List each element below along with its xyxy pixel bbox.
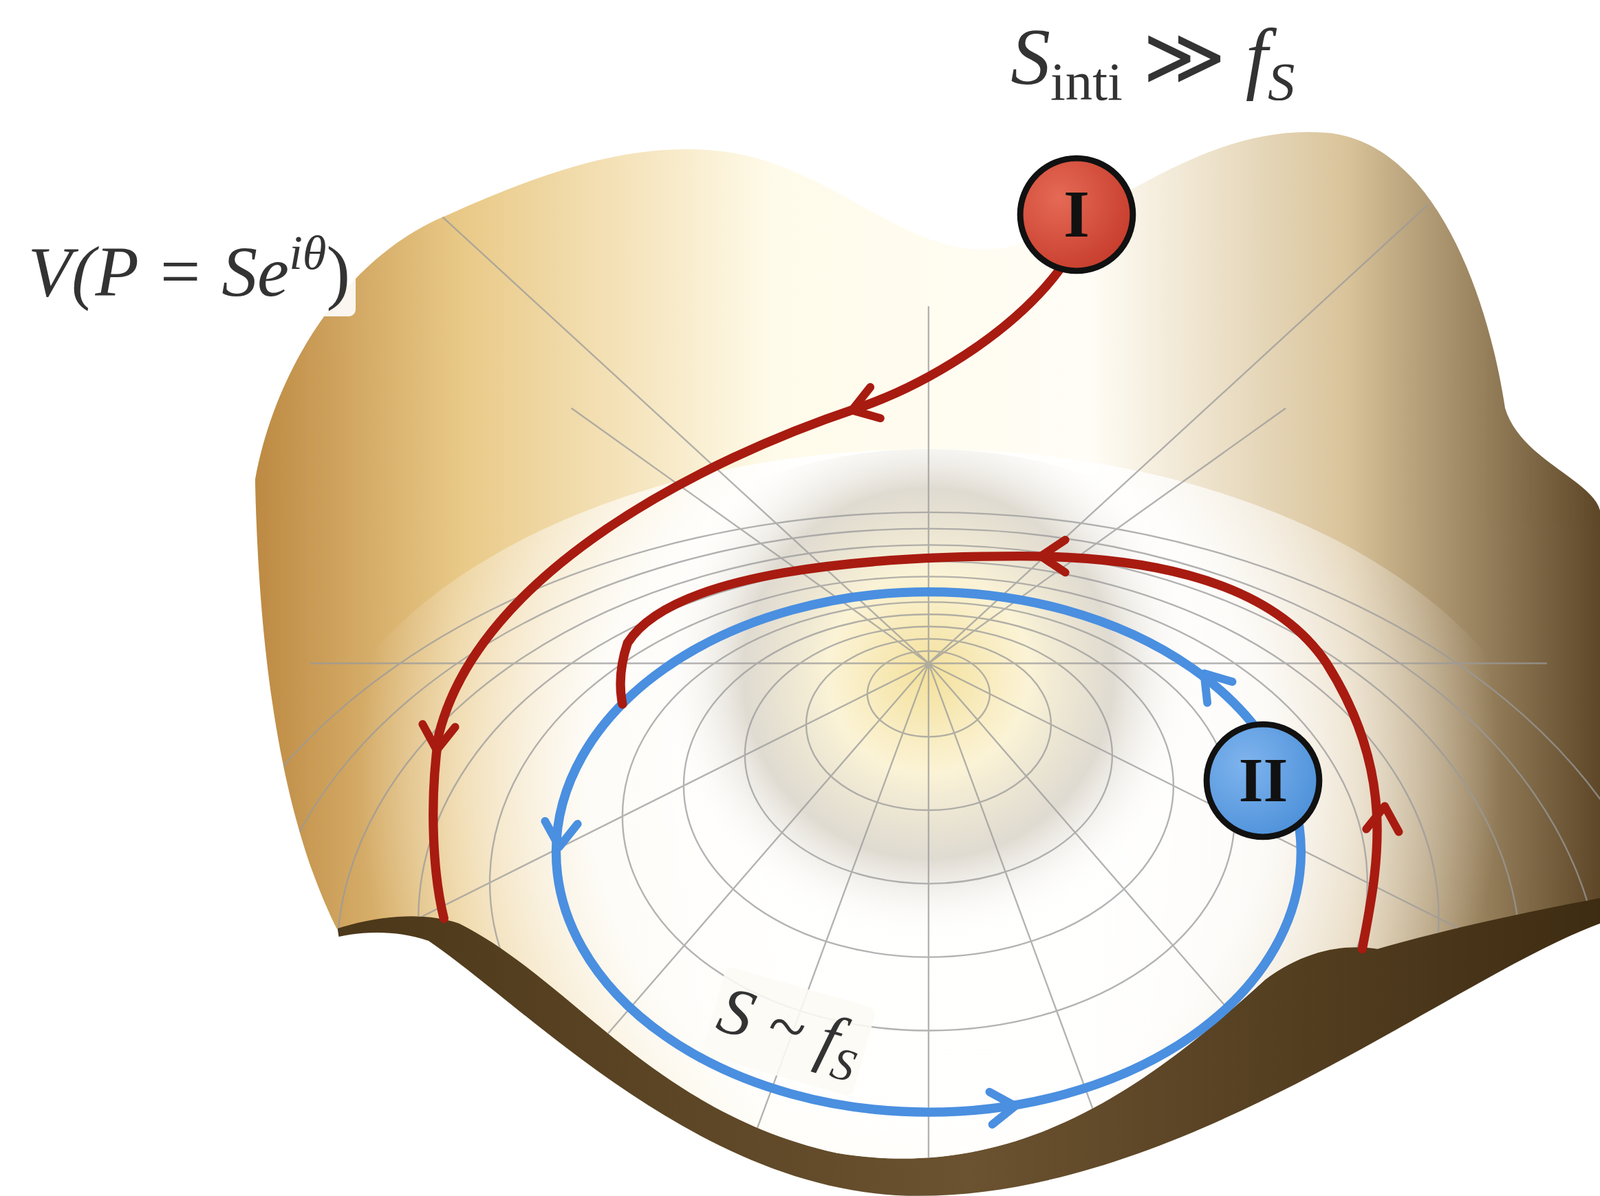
trajectory-marker-circle: II	[1201, 719, 1325, 842]
roman-numeral: I	[1063, 180, 1090, 249]
red-trajectory-ring	[620, 556, 1378, 950]
roman-numeral: II	[1238, 749, 1289, 813]
math-label: V(P = Seiθ)	[22, 222, 356, 316]
math-symbol: f	[1245, 13, 1268, 102]
math-symbol: S	[1010, 13, 1051, 102]
arrow-head	[989, 1090, 1017, 1125]
arrow-head	[1366, 804, 1401, 833]
math-symbol: S	[1267, 51, 1295, 112]
math-symbol: ≫	[1142, 13, 1226, 102]
arrow-head	[846, 387, 881, 426]
trajectory-marker-circle: I	[1015, 153, 1138, 276]
arrow-head	[420, 724, 455, 752]
math-symbol: iθ	[288, 225, 327, 280]
math-symbol: )	[326, 231, 351, 311]
arrow-head	[1191, 663, 1232, 704]
math-symbol: inti	[1050, 51, 1123, 112]
blue-orbit	[555, 592, 1301, 1113]
arrow-head	[1040, 539, 1066, 573]
math-label: Sinti≫fS	[1004, 8, 1301, 117]
math-symbol: V(P = Se	[28, 231, 290, 311]
arrow-head	[542, 821, 578, 849]
